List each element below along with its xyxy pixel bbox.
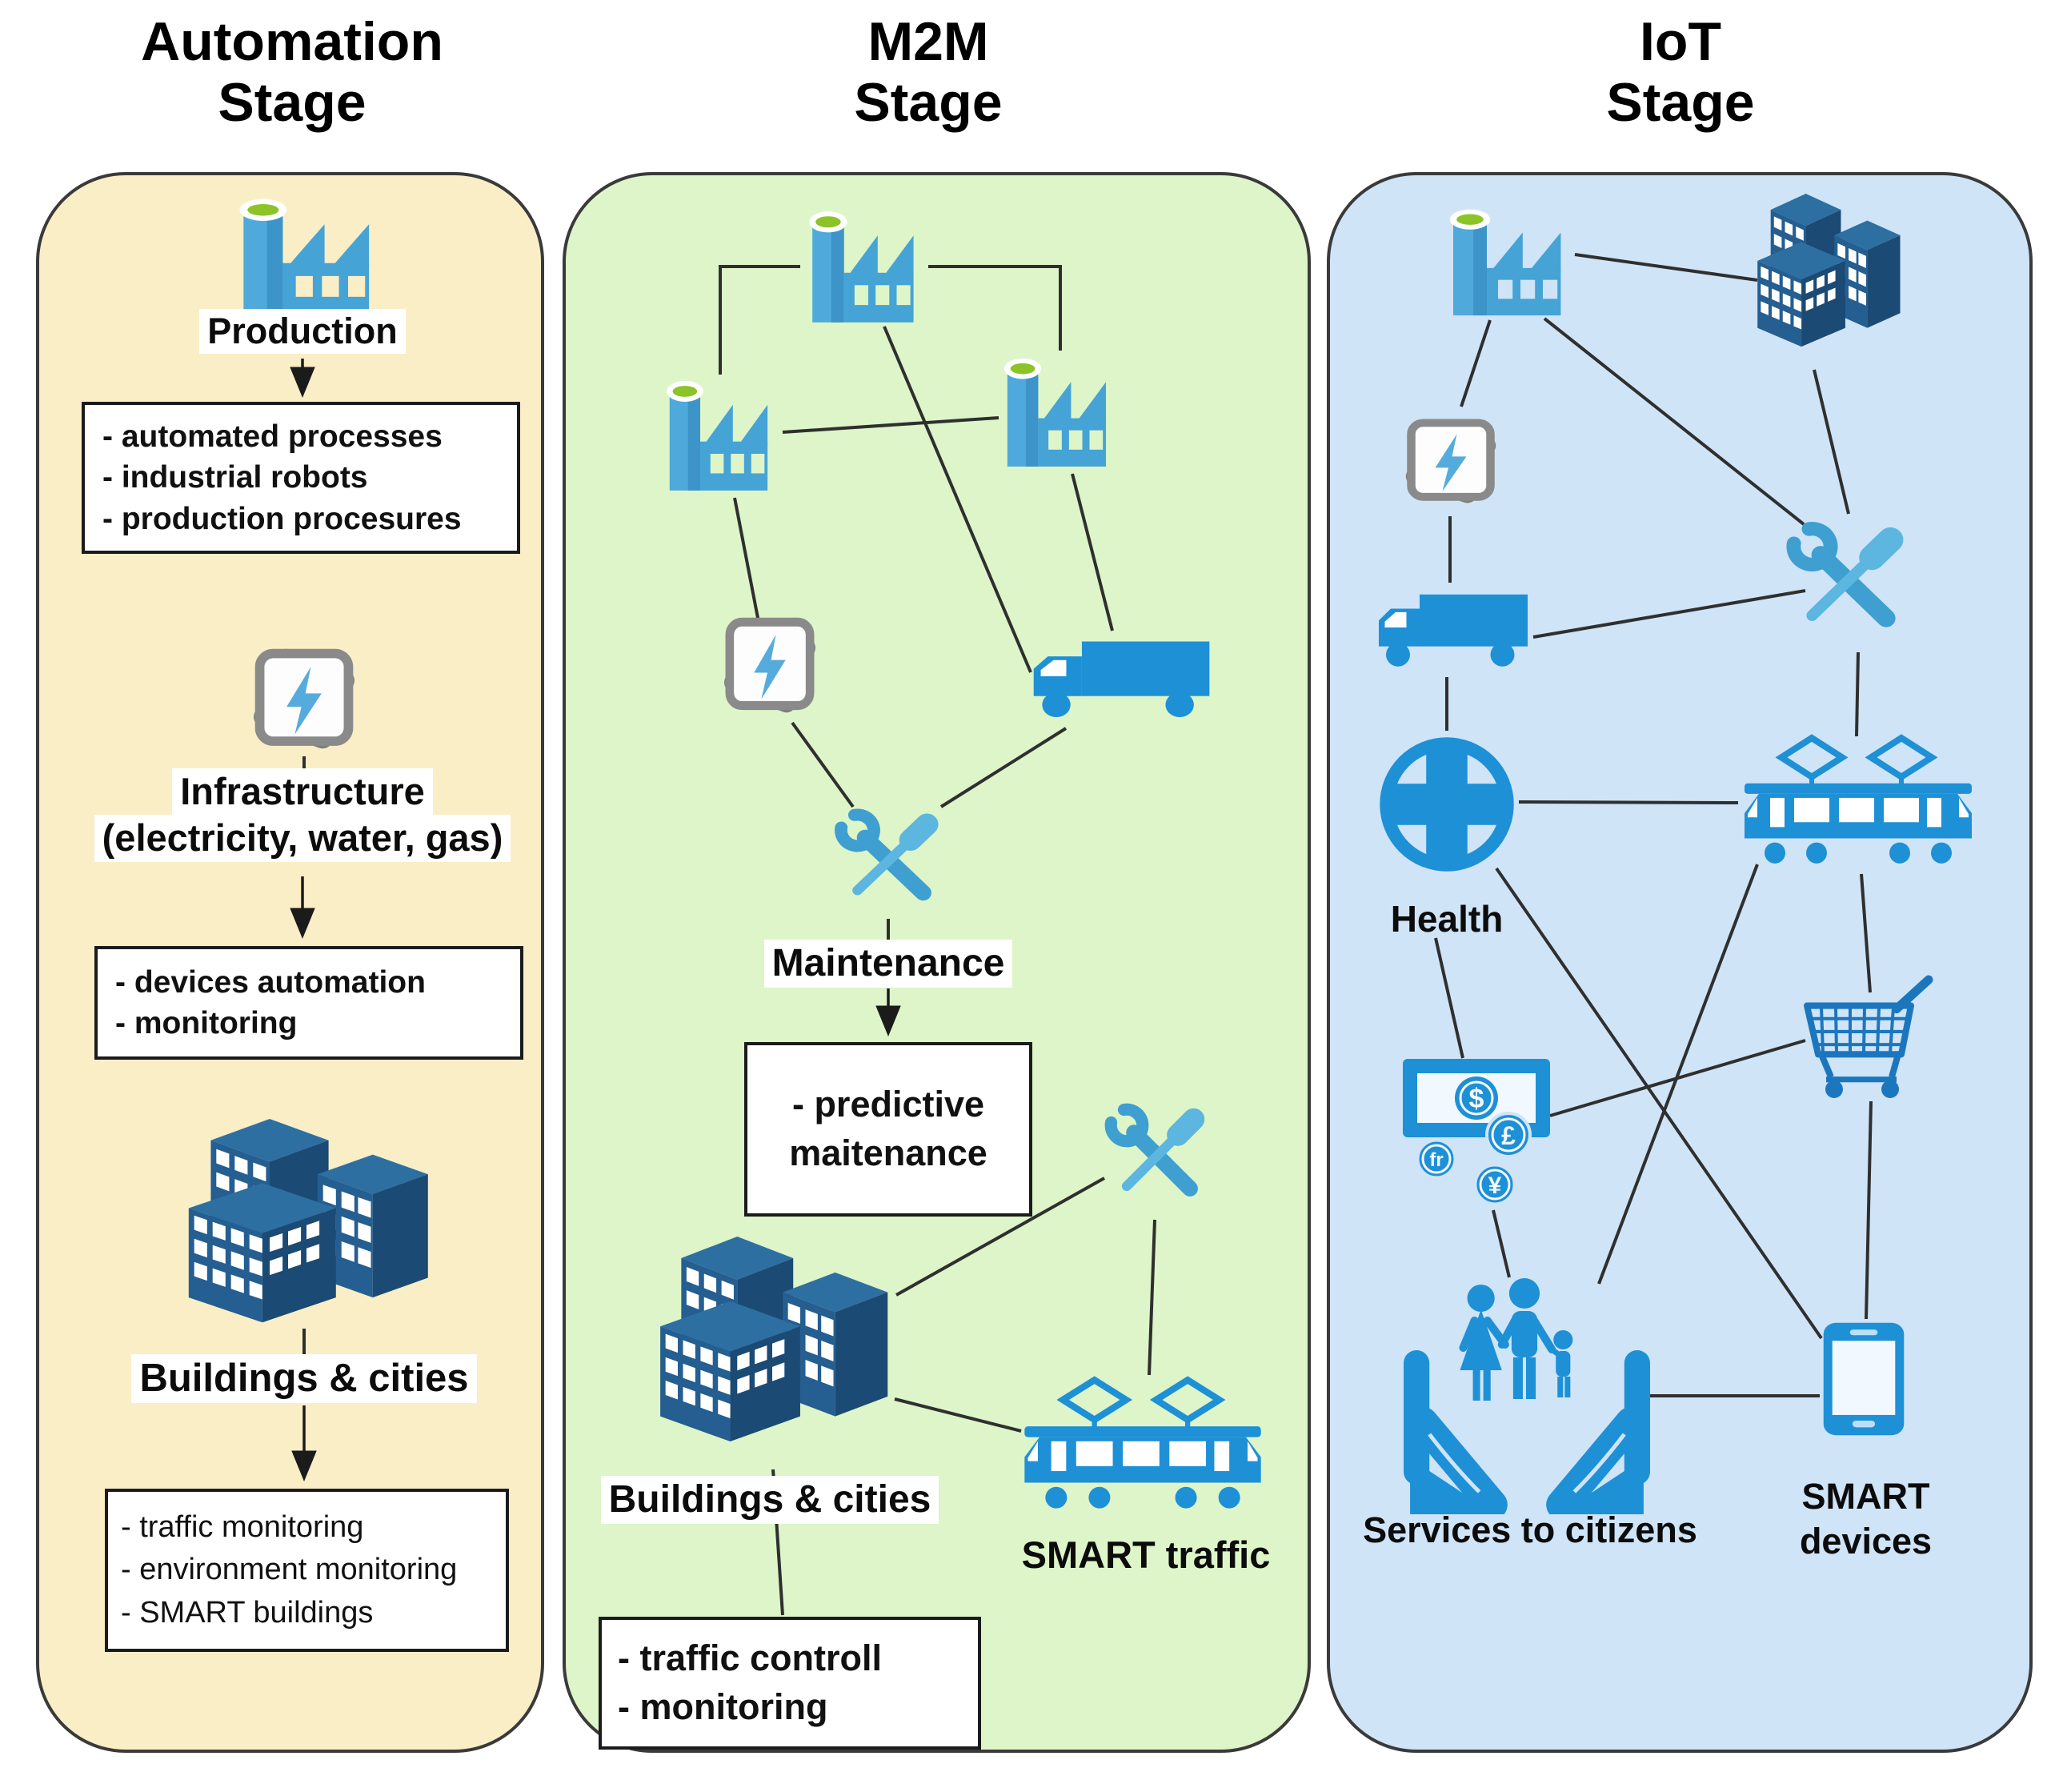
title-line: IoT	[1640, 11, 1721, 72]
title-line: Stage	[1606, 72, 1755, 134]
maintenance-label: Maintenance	[748, 940, 1028, 988]
predictive-maintenance-box: - predictive maitenance	[744, 1042, 1032, 1217]
lightning-icon	[1391, 405, 1511, 517]
box-line: maitenance	[789, 1133, 987, 1173]
box-line: - monitoring	[115, 1006, 298, 1040]
box-line: - automated processes	[102, 419, 443, 454]
m2m-stage-title: M2M Stage	[688, 11, 1168, 133]
smartphone-icon	[1820, 1321, 1908, 1437]
family-care-icon	[1402, 1274, 1652, 1514]
factory-icon	[1442, 202, 1576, 320]
tools-icon	[826, 800, 952, 920]
box-line: - predictive	[791, 1084, 985, 1125]
services-label: Services to citizens	[1363, 1509, 1697, 1550]
infrastructure-label: Infrastructure (electricity, water, gas)	[38, 768, 567, 862]
buildings-icon	[650, 1237, 895, 1470]
health-label: Health	[1390, 898, 1504, 940]
buildings-cities-label: Buildings & cities	[534, 1476, 1006, 1524]
title-line: Stage	[854, 72, 1003, 134]
buildings-points-box: - traffic monitoring - environment monit…	[105, 1489, 509, 1652]
smart-devices-label: SMART devices	[1799, 1476, 1933, 1561]
tools-icon	[1096, 1095, 1218, 1217]
factory-icon	[659, 373, 782, 495]
automation-stage-title: Automation Stage	[52, 11, 532, 133]
infrastructure-points-box: - devices automation - monitoring	[94, 946, 523, 1060]
production-label: Production	[142, 309, 463, 354]
lightning-icon	[709, 602, 831, 728]
factory-icon	[802, 203, 928, 327]
box-line: - traffic controll	[618, 1638, 883, 1679]
iot-stage-title: IoT Stage	[1436, 11, 1925, 133]
title-line: Stage	[218, 72, 367, 134]
lightning-icon	[237, 632, 371, 765]
franc-symbol: fr	[1429, 1149, 1443, 1171]
buildings-icon	[178, 1119, 435, 1351]
money-icon: $ £ fr ¥	[1403, 1059, 1550, 1205]
box-line: - industrial robots	[102, 460, 368, 495]
dollar-symbol: $	[1469, 1084, 1484, 1114]
title-line: M2M	[867, 11, 989, 72]
production-points-box: - automated processes - industrial robot…	[82, 402, 520, 554]
pound-symbol: £	[1501, 1121, 1516, 1150]
factory-icon	[997, 351, 1120, 471]
smart-traffic-label: SMART traffic	[1021, 1533, 1271, 1576]
box-line: - traffic monitoring	[121, 1510, 364, 1545]
yen-symbol: ¥	[1488, 1173, 1502, 1199]
box-line: - monitoring	[618, 1686, 828, 1727]
box-line: - production procesures	[102, 501, 462, 536]
tram-icon	[1738, 733, 1978, 872]
traffic-control-box: - traffic controll - monitoring	[599, 1617, 981, 1750]
box-line: - environment monitoring	[121, 1553, 458, 1587]
box-line: - devices automation	[115, 964, 426, 1000]
truck-icon	[1019, 629, 1218, 728]
title-line: Automation	[141, 11, 443, 72]
factory-icon	[239, 198, 370, 315]
truck-icon	[1367, 583, 1535, 677]
health-cross-icon	[1373, 731, 1520, 878]
box-line: - SMART buildings	[121, 1595, 374, 1630]
shopping-cart-icon	[1799, 973, 1951, 1099]
tram-icon	[1018, 1375, 1268, 1517]
buildings-icon	[1751, 194, 1905, 368]
tools-icon	[1777, 512, 1919, 650]
buildings-cities-label: Buildings & cities	[68, 1354, 540, 1403]
